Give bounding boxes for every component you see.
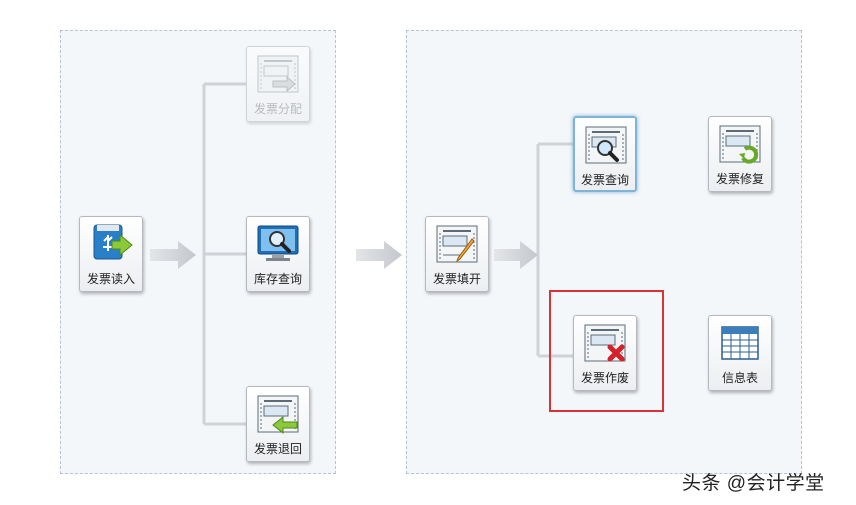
watermark-text: 头条 @会计学堂 bbox=[682, 473, 825, 494]
invoice-void-icon bbox=[582, 322, 628, 364]
monitor-search-icon bbox=[255, 223, 301, 265]
invoice-return-icon bbox=[255, 393, 301, 435]
flow-arrows bbox=[150, 241, 538, 269]
arrow-import-to-branch bbox=[150, 241, 196, 269]
invoice-void-button[interactable]: 发票作废 bbox=[573, 315, 637, 391]
invoice-return-label: 发票退回 bbox=[253, 442, 302, 456]
invoice-repair-button[interactable]: 发票修复 bbox=[708, 116, 772, 192]
invoice-import-label: 发票读入 bbox=[86, 272, 135, 286]
invoice-issue-label: 发票填开 bbox=[432, 272, 481, 286]
invoice-issue-button[interactable]: 发票填开 bbox=[425, 216, 489, 292]
invoice-pen-icon bbox=[434, 223, 480, 265]
invoice-query-label: 发票查询 bbox=[580, 173, 629, 187]
right-tree-lines bbox=[536, 142, 573, 358]
inventory-query-label: 库存查询 bbox=[253, 272, 302, 286]
invoice-return-button[interactable]: 发票退回 bbox=[246, 386, 310, 462]
invoice-search-icon bbox=[583, 124, 629, 166]
invoice-void-highlight bbox=[549, 290, 664, 412]
inventory-query-button[interactable]: 库存查询 bbox=[246, 216, 310, 292]
info-table-label: 信息表 bbox=[721, 371, 758, 385]
arrow-issue-to-branch bbox=[494, 241, 538, 269]
left-tree-lines bbox=[202, 82, 246, 426]
arrow-left-to-right-panel bbox=[356, 241, 402, 269]
invoice-allocate-button[interactable]: 发票分配 bbox=[246, 46, 310, 122]
invoice-repair-icon bbox=[717, 123, 763, 165]
invoice-repair-label: 发票修复 bbox=[715, 172, 764, 186]
invoice-allocate-icon bbox=[255, 53, 301, 95]
invoice-import-button[interactable]: 发票读入 bbox=[79, 216, 143, 292]
usb-import-icon bbox=[88, 223, 134, 265]
table-icon bbox=[717, 322, 763, 364]
info-table-button[interactable]: 信息表 bbox=[708, 315, 772, 391]
invoice-query-button[interactable]: 发票查询 bbox=[573, 116, 637, 192]
invoice-void-label: 发票作废 bbox=[580, 371, 629, 385]
invoice-allocate-label: 发票分配 bbox=[253, 102, 302, 116]
